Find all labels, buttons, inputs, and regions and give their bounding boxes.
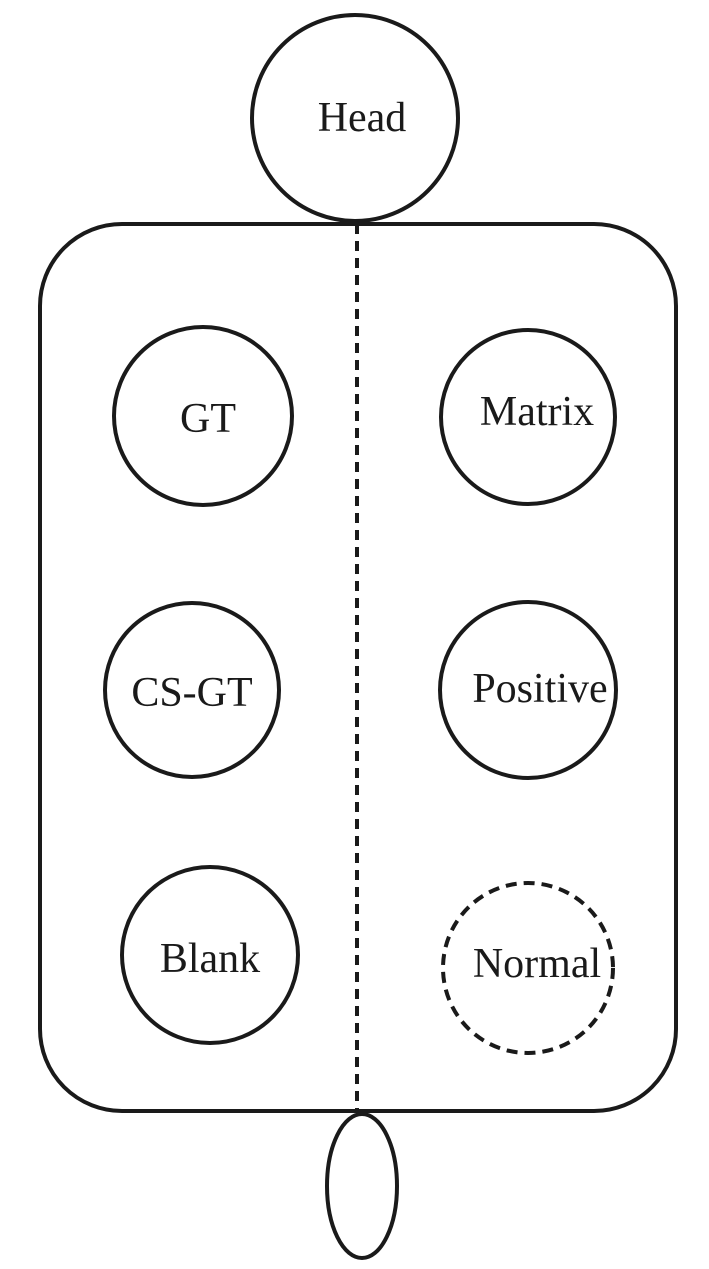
gt-label: GT <box>180 396 236 442</box>
blank-label: Blank <box>160 936 260 982</box>
normal-circle <box>441 881 615 1055</box>
positive-label: Positive <box>472 666 607 712</box>
cs-gt-label: CS-GT <box>131 670 252 716</box>
cs-gt-circle <box>103 601 281 779</box>
head-circle <box>250 13 460 223</box>
matrix-label: Matrix <box>480 389 594 435</box>
head-label: Head <box>318 95 407 141</box>
blank-circle <box>120 865 300 1045</box>
normal-label: Normal <box>473 941 601 987</box>
matrix-circle <box>439 328 617 506</box>
gt-circle <box>112 325 294 507</box>
positive-circle <box>438 600 618 780</box>
bottom-ellipse <box>325 1112 399 1260</box>
